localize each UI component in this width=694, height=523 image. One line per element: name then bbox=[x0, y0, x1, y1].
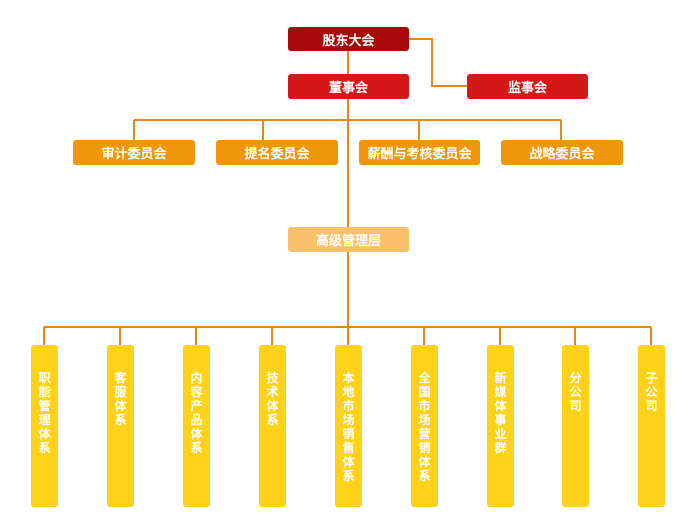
connector-top-supervisory bbox=[409, 38, 467, 87]
senior-management-node: 高级管理层 bbox=[288, 227, 409, 252]
department-node: 技术体系 bbox=[259, 345, 286, 507]
supervisory-board-label: 监事会 bbox=[507, 81, 547, 96]
committee-node-nomination: 提名委员会 bbox=[216, 140, 338, 165]
department-node: 内容产品体系 bbox=[183, 345, 210, 507]
supervisory-board-node: 监事会 bbox=[467, 74, 588, 99]
committee-node-audit: 审计委员会 bbox=[73, 140, 195, 165]
senior-management-label: 高级管理层 bbox=[315, 234, 381, 249]
department-label: 分公司 bbox=[569, 371, 582, 413]
department-label: 职能管理体系 bbox=[38, 371, 51, 455]
department-label: 技术体系 bbox=[266, 371, 279, 427]
department-label: 全国市场营销体系 bbox=[418, 371, 431, 483]
committee-node-strategy: 战略委员会 bbox=[501, 140, 623, 165]
department-label: 本地市场销售体系 bbox=[342, 371, 355, 483]
board-label: 董事会 bbox=[328, 81, 368, 96]
department-node: 职能管理体系 bbox=[31, 345, 58, 507]
department-label: 新媒体事业群 bbox=[494, 371, 507, 455]
department-node: 全国市场营销体系 bbox=[411, 345, 438, 507]
department-node: 客服体系 bbox=[107, 345, 134, 507]
department-label: 内容产品体系 bbox=[190, 371, 203, 455]
committee-label: 审计委员会 bbox=[101, 147, 167, 162]
department-node: 本地市场销售体系 bbox=[335, 345, 362, 507]
committee-label: 战略委员会 bbox=[529, 147, 595, 162]
department-node: 子公司 bbox=[638, 345, 665, 507]
department-node: 新媒体事业群 bbox=[487, 345, 514, 507]
department-node: 分公司 bbox=[562, 345, 589, 507]
committee-node-remuneration: 薪酬与考核委员会 bbox=[359, 140, 480, 165]
shareholders-meeting-node: 股东大会 bbox=[288, 27, 409, 51]
department-label: 客服体系 bbox=[114, 371, 127, 427]
committee-label: 提名委员会 bbox=[244, 147, 310, 162]
board-node: 董事会 bbox=[288, 74, 409, 99]
department-label: 子公司 bbox=[645, 371, 658, 413]
shareholders-meeting-label: 股东大会 bbox=[322, 33, 375, 49]
committee-label: 薪酬与考核委员会 bbox=[367, 147, 472, 162]
